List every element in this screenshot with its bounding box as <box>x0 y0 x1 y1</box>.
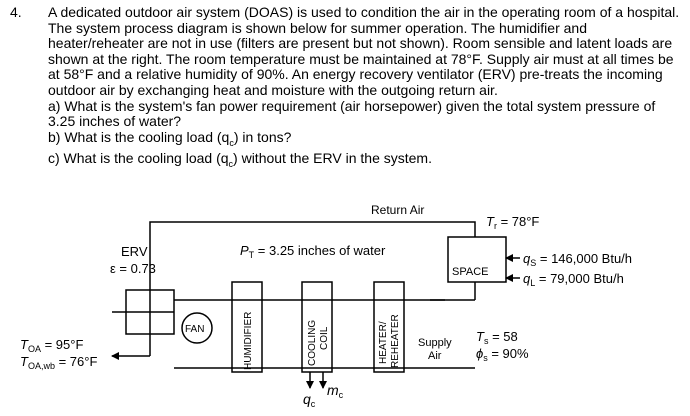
cooling-coil-box <box>301 281 333 373</box>
sensible-load-label: qS = 146,000 Btu/h <box>523 251 632 268</box>
supply-temp-label: Ts = 58 <box>476 329 518 346</box>
space-label: SPACE <box>452 266 488 278</box>
cooling-load-symbol: qc <box>303 391 316 409</box>
return-air-label: Return Air <box>371 203 424 217</box>
outdoor-wetbulb-label: TOA,wb = 76°F <box>20 354 97 371</box>
part-c: c) What is the cooling load (qc) without… <box>48 150 432 169</box>
problem-body: A dedicated outdoor air system (DOAS) is… <box>48 4 685 173</box>
part-a: a) What is the system's fan power requir… <box>48 97 656 130</box>
cooling-label-1: COOLING <box>307 320 318 366</box>
problem-intro: A dedicated outdoor air system (DOAS) is… <box>48 4 680 98</box>
erv-effectiveness: ε = 0.73 <box>110 261 156 276</box>
heater-label-2: REHEATER <box>390 314 401 368</box>
outdoor-temp-label: TOA = 95°F <box>20 337 83 354</box>
cooling-label-2: COIL <box>319 326 330 350</box>
humidifier-box <box>231 281 263 373</box>
problem-number: 4. <box>10 4 22 20</box>
heater-box <box>373 281 405 373</box>
supply-air-label-1: Supply <box>418 337 452 349</box>
fan-circle <box>181 312 213 344</box>
erv-label: ERV <box>121 244 148 259</box>
pressure-label: PT = 3.25 inches of water <box>240 243 386 260</box>
supply-rh-label: ϕs = 90% <box>476 346 529 363</box>
problem-statement: 4. A dedicated outdoor air system (DOAS)… <box>10 4 685 173</box>
condensate-symbol: mc <box>327 382 344 400</box>
part-b: b) What is the cooling load (qc) in tons… <box>48 128 292 148</box>
latent-load-label: qL = 79,000 Btu/h <box>523 271 624 288</box>
supply-air-label-2: Air <box>428 350 442 362</box>
room-temp-label: Tr = 78°F <box>486 214 539 231</box>
heater-label-1: HEATER/ <box>378 321 389 364</box>
return-air-duct <box>149 221 476 290</box>
humidifier-label: HUMIDIFIER <box>243 312 254 370</box>
fan-label: FAN <box>185 324 204 335</box>
